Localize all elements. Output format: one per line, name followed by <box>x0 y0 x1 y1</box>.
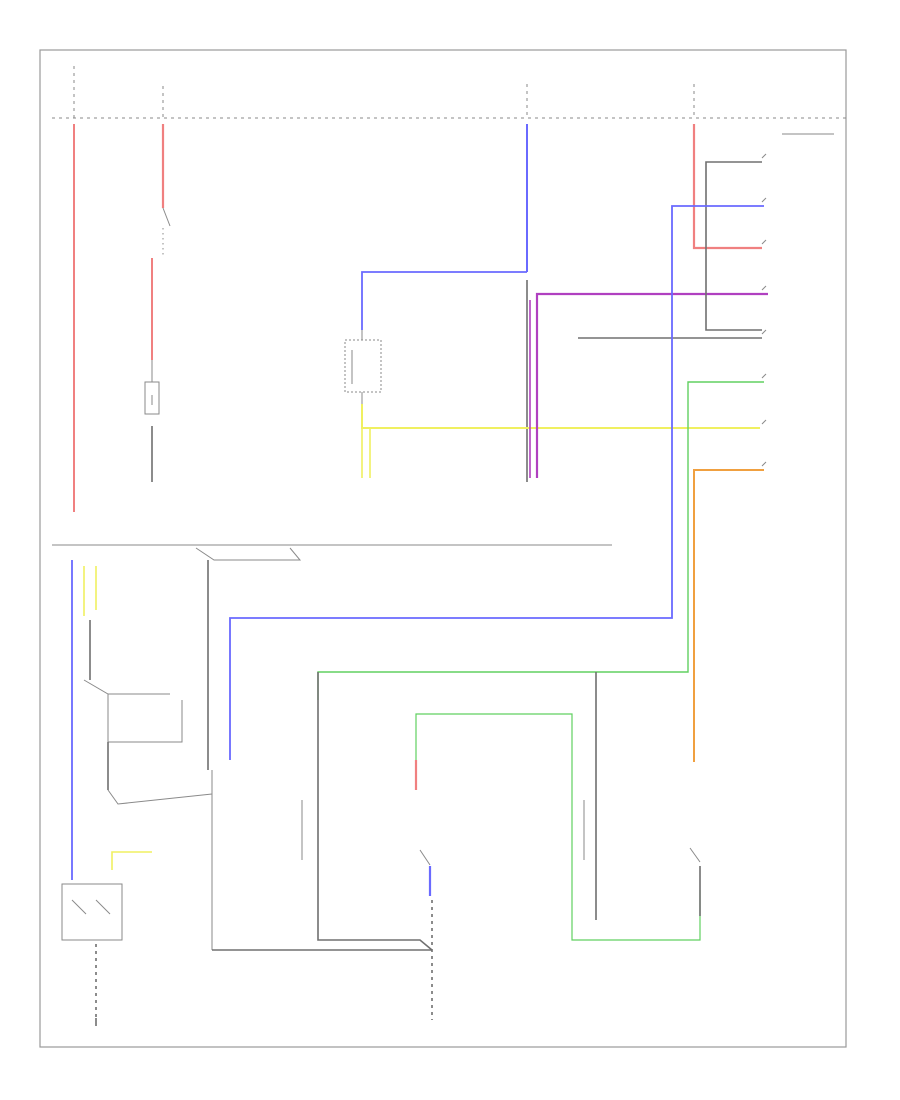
wire-red-right-feed <box>692 84 762 250</box>
wire-blue-unlock-signal <box>229 205 764 760</box>
left-actuator-wiring <box>207 560 432 951</box>
wire-purple-ignition-sense <box>529 292 768 478</box>
left-lower-wiring <box>71 560 213 880</box>
right-signal-bus <box>578 161 762 339</box>
diagram-frame <box>39 49 847 1048</box>
wire-orange-door-switch <box>693 469 764 762</box>
wire-blue-ignition-feed <box>361 84 528 330</box>
wire-red-ignition-column <box>151 86 171 382</box>
left-door-lock-switch <box>61 883 123 941</box>
defogger-relay <box>344 330 382 404</box>
wire-yellow-defogger <box>361 404 760 478</box>
control-unit-branch <box>195 547 302 561</box>
right-actuator-wiring <box>583 672 701 920</box>
center-trunk-wiring <box>317 672 701 1020</box>
right-pin-ticks <box>761 153 767 467</box>
wire-green-lock-signal <box>317 381 764 700</box>
